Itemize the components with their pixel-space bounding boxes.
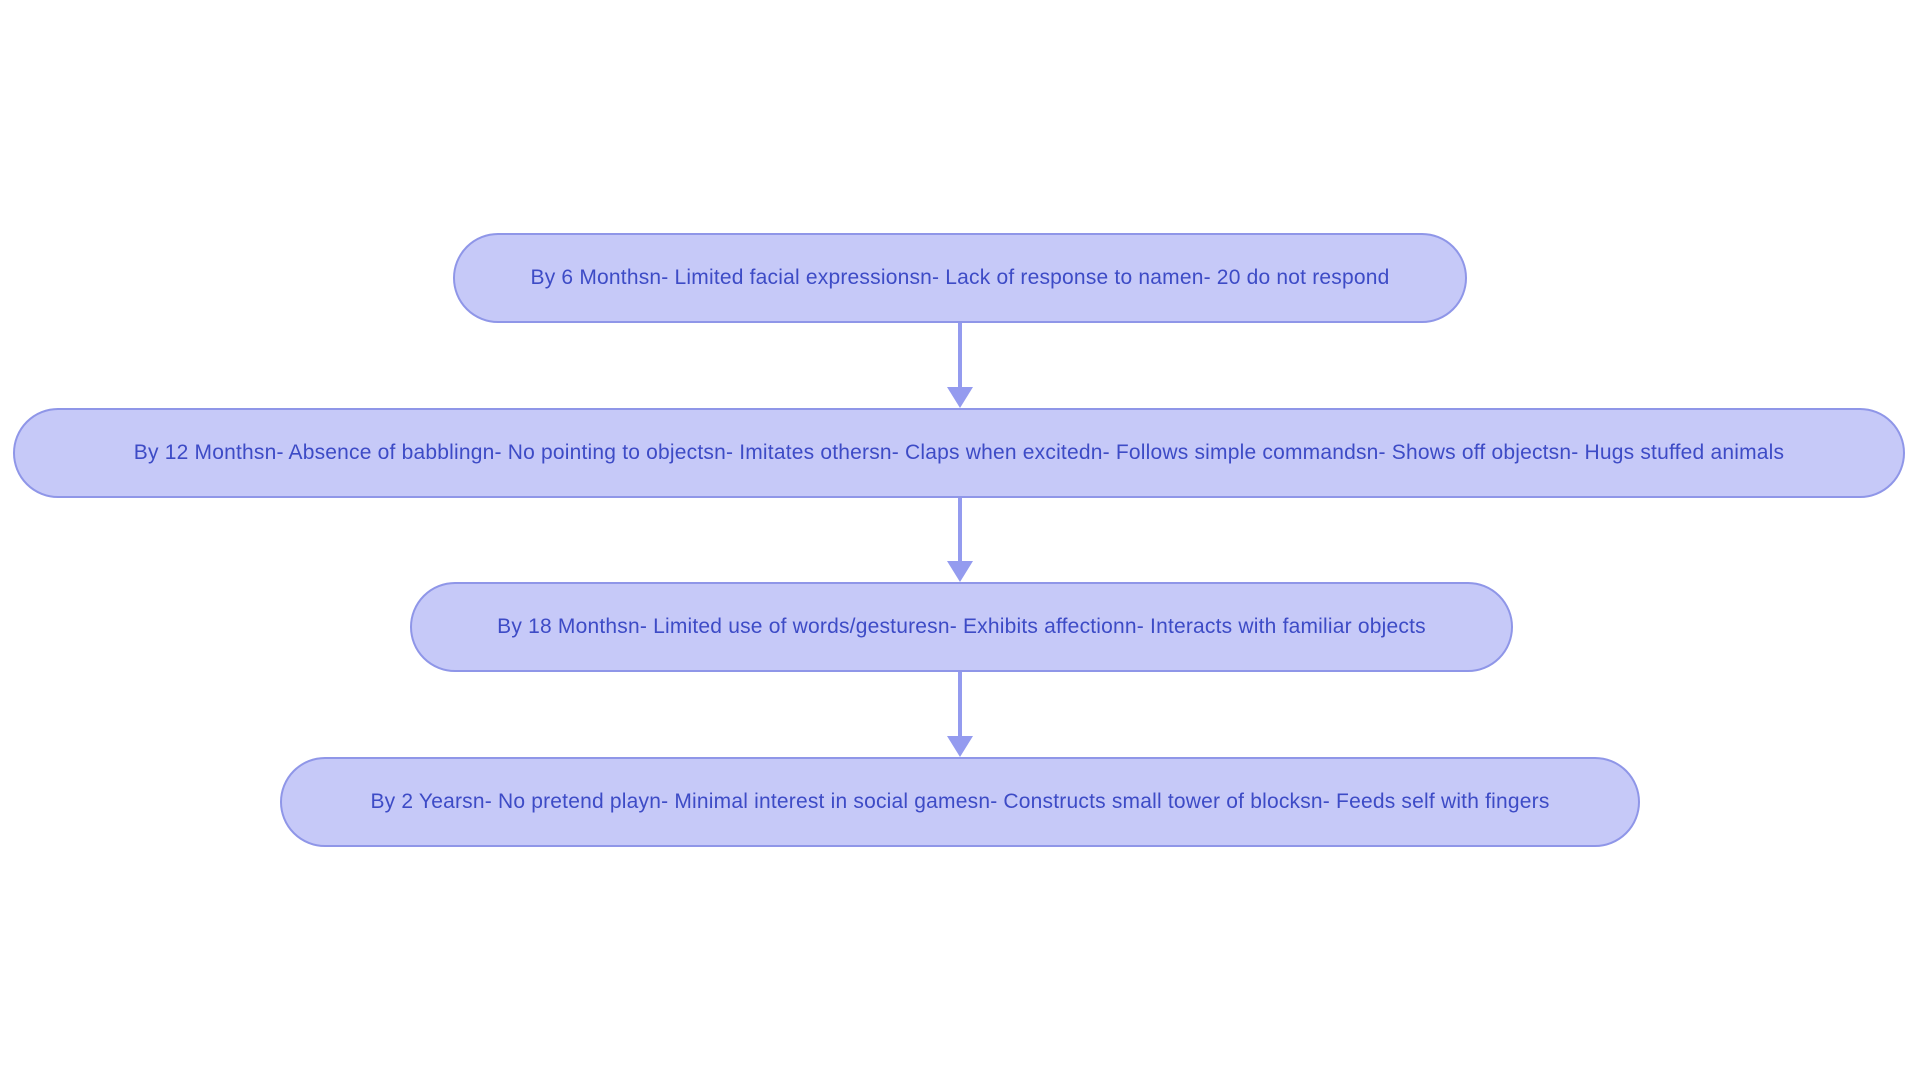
node-label: By 18 Monthsn- Limited use of words/gest… — [497, 614, 1426, 638]
connector-arrow-3 — [947, 672, 973, 757]
arrow-head-icon — [947, 736, 973, 757]
flowchart-node-by-6-months[interactable]: By 6 Monthsn- Limited facial expressions… — [453, 233, 1467, 323]
arrow-line — [958, 672, 962, 736]
node-label: By 12 Monthsn- Absence of babblingn- No … — [133, 440, 1785, 464]
flowchart-node-by-12-months[interactable]: By 12 Monthsn- Absence of babblingn- No … — [13, 408, 1905, 498]
arrow-line — [958, 498, 962, 561]
arrow-head-icon — [947, 561, 973, 582]
flowchart-node-by-2-years[interactable]: By 2 Yearsn- No pretend playn- Minimal i… — [280, 757, 1640, 847]
connector-arrow-1 — [947, 323, 973, 408]
arrow-line — [958, 323, 962, 387]
node-label: By 6 Monthsn- Limited facial expressions… — [530, 265, 1390, 289]
connector-arrow-2 — [947, 498, 973, 582]
flowchart-node-by-18-months[interactable]: By 18 Monthsn- Limited use of words/gest… — [410, 582, 1513, 672]
node-label: By 2 Yearsn- No pretend playn- Minimal i… — [370, 789, 1550, 813]
arrow-head-icon — [947, 387, 973, 408]
